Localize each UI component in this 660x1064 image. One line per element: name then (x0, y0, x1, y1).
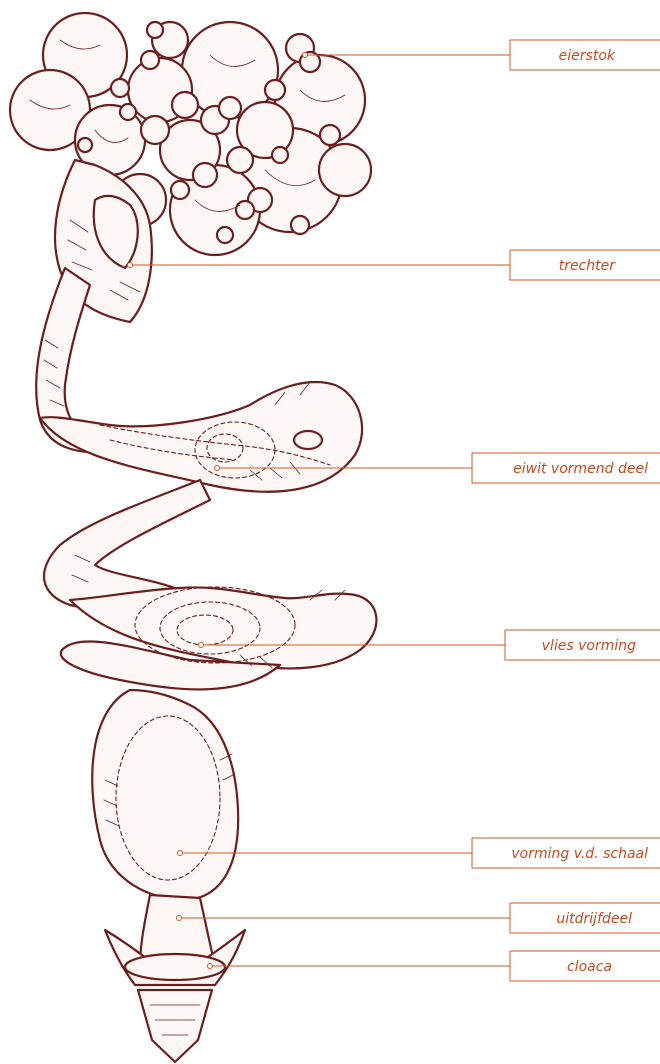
oviduct-illustration (10, 13, 376, 1062)
leader-dot (199, 643, 204, 648)
leader-dot (215, 466, 220, 471)
label-eierstok-text: eierstok (559, 48, 616, 64)
label-schaal-text: vorming v.d. schaal (511, 846, 648, 862)
label-eiwit-text: eiwit vormend deel (513, 461, 648, 477)
label-cloaca-text: cloaca (567, 959, 612, 975)
label-cloaca: cloaca (208, 951, 660, 981)
leader-dot (208, 964, 213, 969)
label-vlies-text: vlies vorming (542, 638, 636, 654)
label-trechter-text: trechter (559, 258, 617, 274)
leader-dot (128, 263, 133, 268)
leader-dot (303, 53, 308, 58)
label-uitdrijf: uitdrijfdeel (177, 903, 660, 933)
leader-dot (177, 916, 182, 921)
oviduct-tube (36, 268, 376, 1062)
label-uitdrijf-text: uitdrijfdeel (556, 911, 632, 927)
label-schaal: vorming v.d. schaal (178, 838, 660, 868)
leader-dot (178, 851, 183, 856)
label-eierstok: eierstok (303, 40, 660, 70)
